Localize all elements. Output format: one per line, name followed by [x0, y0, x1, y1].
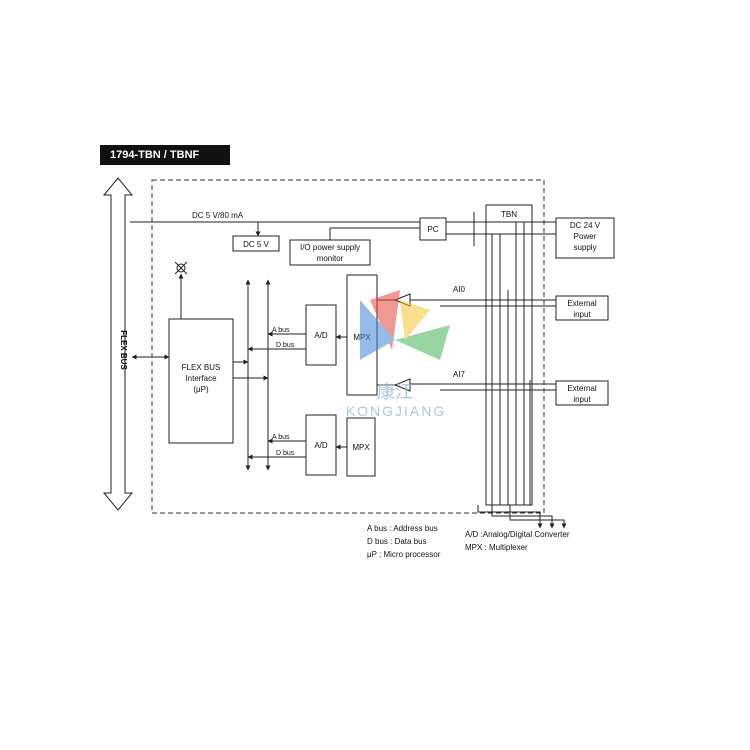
svg-text:I/O power supply: I/O power supply — [300, 243, 360, 252]
ad-top-box — [305, 304, 337, 366]
legend-a-bus: A bus : Address bus — [367, 524, 438, 533]
tbn-block — [485, 204, 533, 506]
module-border — [151, 179, 545, 514]
led-icon — [174, 261, 188, 319]
svg-text:MPX: MPX — [352, 443, 370, 452]
external-input-bottom — [555, 380, 609, 406]
pc-box — [419, 217, 447, 241]
legend-mu-p: μP : Micro processor — [367, 550, 441, 559]
svg-text:A/D: A/D — [314, 331, 328, 340]
svg-text:DC 24 V: DC 24 V — [570, 221, 601, 230]
ai0-label: AI0 — [453, 285, 466, 294]
kongjiang-watermark-logo — [360, 290, 450, 360]
flex-bus-label: FLEX BUS — [119, 330, 128, 370]
dc-supply-label: DC 5 V/80 mA — [192, 211, 244, 220]
flex-bus-arrow: FLEX BUS — [102, 177, 134, 511]
flex-bus-interface-box — [168, 318, 234, 444]
watermark-en: KONGJIANG — [346, 403, 446, 419]
svg-text:A bus: A bus — [272, 327, 290, 334]
svg-text:DC 5 V: DC 5 V — [243, 240, 269, 249]
ai7-label: AI7 — [453, 370, 466, 379]
model-title: 1794-TBN / TBNF — [100, 145, 230, 165]
svg-text:PC: PC — [427, 225, 438, 234]
svg-text:D bus: D bus — [276, 450, 295, 457]
io-monitor-box — [289, 239, 371, 266]
svg-text:input: input — [573, 395, 591, 404]
legend-mpx: MPX : Multiplexer — [465, 543, 528, 552]
dc5-box — [232, 235, 280, 252]
svg-text:External: External — [567, 384, 597, 393]
svg-text:(μP): (μP) — [193, 385, 209, 394]
tbn-label: TBN — [501, 210, 517, 219]
legend-d-bus: D bus : Data bus — [367, 537, 427, 546]
svg-text:input: input — [573, 310, 591, 319]
svg-text:D bus: D bus — [276, 342, 295, 349]
ad-bottom-box — [305, 414, 337, 476]
svg-text:Interface: Interface — [185, 374, 217, 383]
external-input-top — [555, 295, 609, 321]
legend-ad: A/D :Analog/Digital Converter — [465, 530, 570, 539]
svg-text:External: External — [567, 299, 597, 308]
svg-text:FLEX BUS: FLEX BUS — [182, 363, 221, 372]
svg-text:A bus: A bus — [272, 434, 290, 441]
svg-text:A/D: A/D — [314, 441, 328, 450]
svg-text:monitor: monitor — [317, 254, 344, 263]
dc24-box — [555, 217, 615, 259]
svg-text:Power: Power — [574, 232, 597, 241]
svg-text:supply: supply — [573, 243, 596, 252]
watermark-cn: 康江 — [377, 382, 413, 402]
